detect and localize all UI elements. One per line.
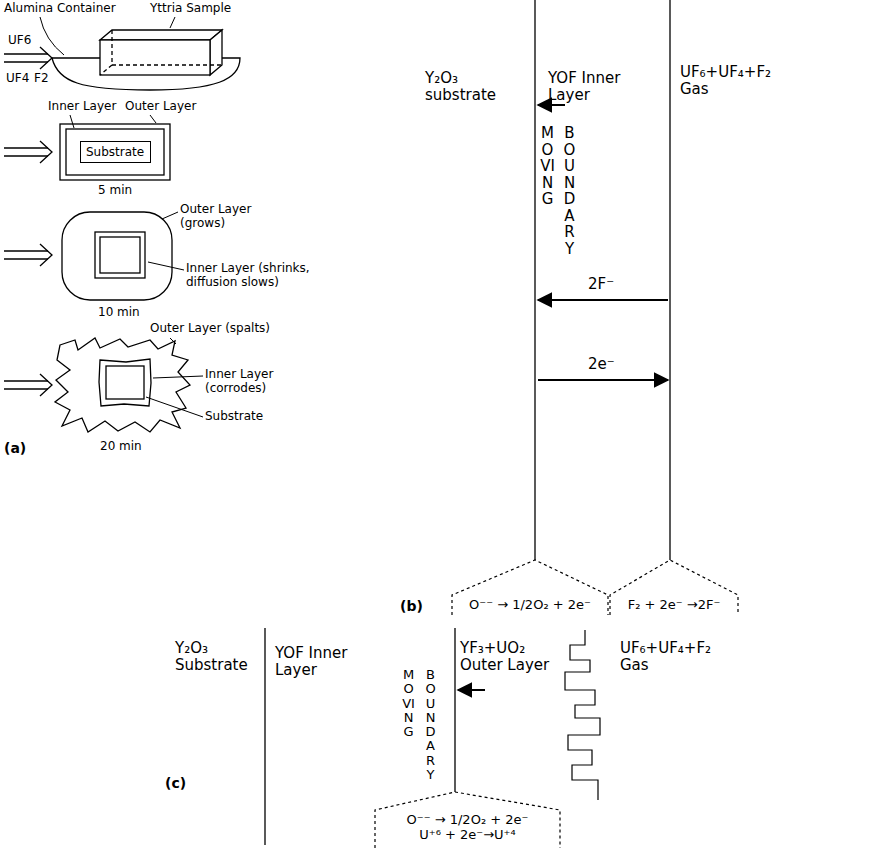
boundary-label: BOUNDARY xyxy=(562,125,577,257)
region-label: YOF Inner Layer xyxy=(548,70,640,105)
substrate-box: Substrate xyxy=(80,141,151,163)
flux-arrow xyxy=(538,105,668,380)
part-label: Substrate xyxy=(205,410,263,424)
region-label: UF₆+UF₄+F₂ Gas xyxy=(680,64,792,99)
boundary-label: MOVING xyxy=(402,668,415,739)
layer-outline xyxy=(62,212,172,300)
flux-arrow xyxy=(458,689,485,691)
region-label: YOF Inner Layer xyxy=(275,645,367,680)
layer-label: Inner Layer xyxy=(48,100,116,114)
leader-line xyxy=(146,338,203,417)
part-label: Alumina Container xyxy=(4,2,116,16)
gas-label: F2 xyxy=(34,72,49,86)
gas-flow-arrow xyxy=(4,47,52,396)
leader-line xyxy=(170,338,176,344)
leader-line xyxy=(153,376,203,378)
time-label: 5 min xyxy=(98,184,132,198)
leader-line xyxy=(162,212,178,219)
panel-label: (c) xyxy=(165,775,186,791)
flux-arrow xyxy=(538,299,668,301)
layer-label: Inner Layer (corrodes) xyxy=(205,368,290,396)
time-label: 10 min xyxy=(98,306,140,320)
spalled-outer-layer xyxy=(106,366,144,399)
layer-label: Inner Layer (shrinks, diffusion slows) xyxy=(186,262,356,290)
leader-line xyxy=(148,212,184,270)
layer-label: Outer Layer (spalts) xyxy=(150,322,270,336)
reaction-zone: F₂ + 2e⁻ →2F⁻ xyxy=(610,560,738,615)
yttria-sample xyxy=(100,30,222,75)
layer-outline xyxy=(60,124,170,180)
interface-line xyxy=(534,0,535,560)
layer-outline xyxy=(66,129,164,175)
leader-line xyxy=(40,17,64,55)
gas-flow-arrow xyxy=(4,244,52,266)
leader-line xyxy=(70,115,74,128)
reaction-zone: O⁻⁻ → 1/2O₂ + 2e⁻ xyxy=(452,560,608,615)
boundary-label: BOUNDARY xyxy=(424,668,437,782)
dashed-outline xyxy=(610,560,738,615)
panel-label: (a) xyxy=(4,440,26,456)
layer-outline xyxy=(62,212,172,300)
boundary-label: MOVING xyxy=(540,125,555,208)
dashed-outline xyxy=(452,560,608,615)
leader-line xyxy=(40,17,175,55)
part-label: Yttria Sample xyxy=(150,2,231,16)
gas-label: UF4 xyxy=(6,72,29,86)
node-text: O⁻⁻ → 1/2O₂ + 2e⁻ xyxy=(469,597,591,612)
node-text: O⁻⁻ → 1/2O₂ + 2e⁻ xyxy=(407,812,529,827)
yttria-sample xyxy=(100,30,222,75)
node-text: U⁺⁶ + 2e⁻→U⁺⁴ xyxy=(419,827,515,842)
spalled-outer-layer xyxy=(55,338,190,432)
region-label: YF₃+UO₂ Outer Layer xyxy=(460,640,556,675)
dashed-outline xyxy=(375,792,560,848)
interface-line xyxy=(264,628,265,845)
node-text: F₂ + 2e⁻ →2F⁻ xyxy=(628,597,721,612)
layer-outline xyxy=(100,237,140,273)
gas-flow-arrow xyxy=(4,47,52,69)
leader-line xyxy=(148,262,184,270)
yttria-sample xyxy=(100,30,222,40)
interface-line xyxy=(454,628,455,792)
layer-label: Outer Layer (grows) xyxy=(180,203,270,231)
layer-outline xyxy=(60,124,170,180)
reaction-zone: O⁻⁻ → 1/2O₂ + 2e⁻U⁺⁶ + 2e⁻→U⁺⁴ xyxy=(375,792,560,848)
flux-arrow xyxy=(538,379,668,381)
panel-label: (b) xyxy=(400,598,423,614)
region-label: Y₂O₃ Substrate xyxy=(175,640,260,675)
yttria-sample xyxy=(100,40,210,75)
gas-label: UF6 xyxy=(8,34,31,48)
gas-flow-arrow xyxy=(4,141,52,163)
yttria-sample xyxy=(210,30,222,75)
flux-label: 2F⁻ xyxy=(588,276,614,293)
gas-flow-arrow xyxy=(4,374,52,396)
interface-line xyxy=(535,0,670,560)
interface-line xyxy=(669,0,670,560)
flux-arrow xyxy=(538,104,565,106)
node-text: Substrate xyxy=(86,145,145,159)
leader-line xyxy=(150,115,156,123)
region-label: Y₂O₃ substrate xyxy=(425,70,525,105)
spalled-outer-layer xyxy=(99,359,151,406)
leader-line xyxy=(70,115,156,128)
region-label: UF₆+UF₄+F₂ Gas xyxy=(620,640,732,675)
spalled-outer-layer xyxy=(565,630,600,800)
spalled-outer-layer xyxy=(55,338,190,432)
layer-label: Outer Layer xyxy=(125,100,196,114)
leader-line xyxy=(170,17,175,28)
leader-line xyxy=(146,397,203,417)
layer-outline xyxy=(95,232,145,278)
flux-arrow xyxy=(458,689,485,691)
time-label: 20 min xyxy=(100,440,142,454)
spalled-outer-layer xyxy=(565,630,600,800)
flux-label: 2e⁻ xyxy=(588,356,615,373)
